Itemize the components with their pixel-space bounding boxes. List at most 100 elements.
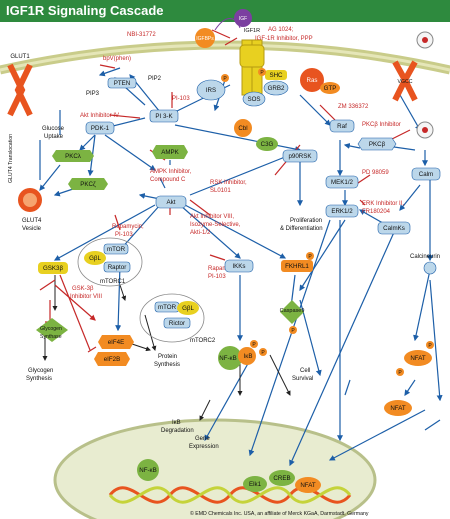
akt-inhibitor-viii-label-3: Akti-1/2 bbox=[190, 230, 211, 236]
igfbp-node bbox=[195, 28, 215, 48]
pi103-label-top: PI-103 bbox=[172, 96, 190, 102]
erk-label: ERK1/2 bbox=[331, 208, 353, 215]
pten-label: PTEN bbox=[114, 80, 131, 87]
gsk-inhibitor-label-1: GSK-3β bbox=[72, 286, 94, 292]
p90rsk-node bbox=[282, 149, 318, 163]
pten-node bbox=[107, 77, 137, 89]
pip2-label: PIP2 bbox=[148, 76, 162, 82]
glycogen-synthase-label-2: Synthase bbox=[40, 334, 62, 340]
vesicle-label: Vesicle bbox=[22, 226, 42, 232]
copyright-text: © EMD Chemicals Inc. USA, an affiliate o… bbox=[190, 510, 369, 517]
mtor-node-1 bbox=[103, 243, 129, 255]
elk1-label: Elk1 bbox=[249, 481, 262, 488]
shc-node bbox=[265, 70, 287, 80]
gbl-node-2 bbox=[177, 301, 199, 315]
vgcc-label: VGCC bbox=[398, 79, 413, 85]
glucose-uptake-label-1: Glucose bbox=[42, 126, 65, 132]
erk-inhibitor-label-1: ERK Inhibitor II, bbox=[362, 201, 404, 207]
pkcl-node bbox=[52, 150, 94, 162]
pkcl-label: PKCλ bbox=[65, 153, 82, 160]
ampk-label: AMPK bbox=[161, 149, 179, 156]
erk-inhibitor-label-2: FR180204 bbox=[362, 209, 391, 215]
nfat-label-cyto: NFAT bbox=[410, 355, 426, 362]
rsk-inhibitor-label-2: SL0101 bbox=[210, 188, 231, 194]
cell-survival-label-1: Cell bbox=[300, 368, 310, 374]
raf-label: Raf bbox=[337, 123, 347, 130]
gtp-node bbox=[320, 82, 340, 94]
pkcz-label: PKCζ bbox=[80, 181, 96, 188]
glut1-transporter bbox=[7, 63, 33, 117]
grb2-label: GRB2 bbox=[268, 85, 285, 92]
nfkb-label-cyto: NF-κB bbox=[219, 355, 237, 362]
mtorc2-label: mTORC2 bbox=[190, 338, 216, 344]
nfat-label-dna: NFAT bbox=[300, 482, 316, 489]
caspase9-node bbox=[280, 300, 304, 324]
gbl-node-1 bbox=[84, 251, 106, 265]
raptor-node bbox=[103, 261, 131, 273]
akt-label: Akt bbox=[167, 199, 176, 206]
mtor-label-2: mTOR bbox=[158, 304, 177, 311]
pkcb-node bbox=[357, 137, 397, 151]
calcineurin-label: Calcineurin bbox=[410, 254, 440, 260]
rapamycin-label-2: Rapamycin; bbox=[208, 266, 240, 272]
nfat-label-nuclear: NFAT bbox=[390, 405, 406, 412]
glut4-label: GLUT4 bbox=[22, 218, 42, 224]
nbi-inhibitor-label: NBI-31772 bbox=[127, 32, 156, 38]
glycogen-synthase-node bbox=[36, 318, 68, 342]
igfbp-label: IGFBPs bbox=[196, 36, 214, 42]
glycogen-synthase-label-1: Glycogen bbox=[40, 326, 62, 332]
ras-node bbox=[300, 68, 324, 92]
pi3k-label: PI 3-K bbox=[155, 113, 173, 120]
nfkb-label-nuclear: NF-κB bbox=[139, 467, 157, 474]
calm-node bbox=[411, 167, 441, 181]
c3g-node bbox=[256, 137, 278, 151]
gbl-label-2: GβL bbox=[182, 305, 194, 312]
calm-label: Calm bbox=[419, 171, 433, 178]
zm336372-label: ZM 336372 bbox=[338, 104, 369, 110]
protein-synthesis-label-2: Synthesis bbox=[154, 362, 180, 368]
ag1024-label: AG 1024; bbox=[268, 27, 294, 33]
erk-node bbox=[325, 204, 359, 218]
nfat-nuclear-node bbox=[295, 477, 321, 493]
igf-label: IGF bbox=[239, 16, 247, 22]
pdk1-node bbox=[85, 121, 115, 135]
ikks-node bbox=[224, 259, 254, 273]
dna-strand-bottom bbox=[108, 486, 352, 504]
rsk-inhibitor-label-1: RSK Inhibitor, bbox=[210, 180, 247, 186]
diagram-title: IGF1R Signaling Cascade bbox=[6, 3, 164, 18]
eif4e-label: eIF4E bbox=[108, 339, 125, 346]
akt-inhibitor-iv-label: Akt Inhibitor IV bbox=[80, 113, 119, 119]
nfkb-nuclear-node bbox=[137, 459, 159, 481]
ikb-degradation-label-2: Degradation bbox=[161, 428, 194, 434]
irs-label: IRS bbox=[206, 87, 216, 94]
elk1-node bbox=[243, 476, 267, 492]
pkcb-label: PKCβ bbox=[369, 141, 386, 148]
c3g-label: C3G bbox=[261, 141, 274, 148]
svg-text:P: P bbox=[223, 76, 227, 82]
calcineurin-node bbox=[423, 261, 437, 275]
ras-label: Ras bbox=[306, 77, 317, 84]
rapamycin-label-1: Rapamycin; bbox=[112, 224, 144, 230]
nfat-node-cyto bbox=[404, 350, 432, 366]
mtorc2-complex bbox=[139, 293, 205, 343]
eif2b-node bbox=[94, 352, 130, 366]
eif4e-node bbox=[98, 335, 134, 349]
raptor-label: Raptor bbox=[108, 264, 127, 271]
creb-label: CREB bbox=[273, 475, 290, 482]
p-badge-shc bbox=[258, 68, 266, 76]
calmks-label: CalmKs bbox=[383, 225, 405, 232]
irs-node bbox=[196, 79, 226, 101]
pd98059-label: PD 98059 bbox=[362, 170, 389, 176]
sos-node bbox=[242, 91, 266, 107]
svg-text:P: P bbox=[260, 70, 264, 76]
grb2-node bbox=[263, 80, 289, 96]
title-bar: IGF1R Signaling Cascade bbox=[0, 0, 450, 22]
rictor-label: Rictor bbox=[169, 320, 185, 327]
svg-text:P: P bbox=[261, 350, 265, 356]
nfat-node-nuclear bbox=[384, 400, 412, 416]
svg-text:P: P bbox=[291, 328, 295, 334]
fkhrl1-label: FKHRL1 bbox=[285, 263, 309, 270]
igf1r-receptor bbox=[239, 39, 265, 96]
